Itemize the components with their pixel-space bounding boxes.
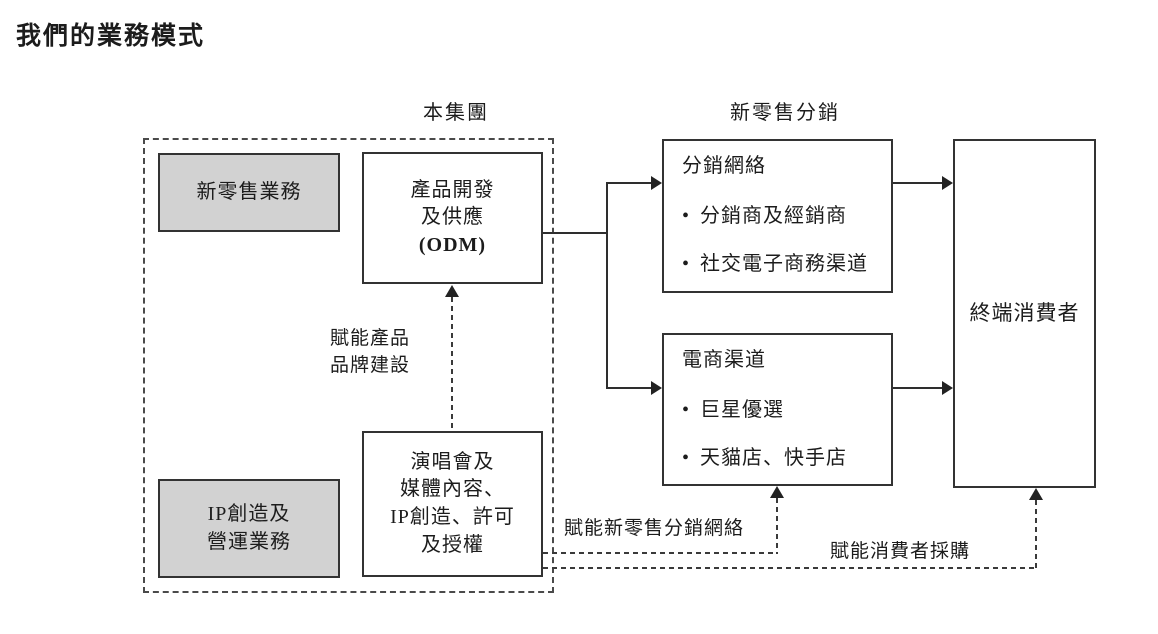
group-dashed-frame: [143, 138, 554, 593]
ecommerce-channels-title: 電商渠道: [682, 349, 766, 371]
empower-brand-label: 賦能產品 品牌建設: [330, 326, 410, 379]
distribution-network-bullet-1: • 分銷商及經銷商: [682, 203, 847, 231]
arrowhead-right-distribution-icon: [651, 176, 662, 190]
ecommerce-channels-bullet-2-text: 天貓店、快手店: [700, 447, 848, 470]
bullet-icon: •: [682, 253, 691, 276]
arrowhead-up-odm-icon: [445, 285, 459, 297]
empower-consumer-label: 賦能消費者採購: [830, 541, 971, 562]
odm-box-line2: 及供應: [421, 206, 484, 229]
distribution-network-bullet-2: • 社交電子商務渠道: [682, 251, 868, 279]
empower-brand-label-line2: 品牌建設: [329, 354, 411, 376]
ip-content-line2: 媒體內容、: [400, 478, 505, 501]
new-retail-business-label: 新零售業務: [196, 180, 302, 203]
ecommerce-channels-bullet-1: • 巨星優選: [682, 397, 784, 425]
bullet-icon: •: [682, 447, 691, 470]
connector-branch-to-distribution: [606, 182, 651, 184]
ip-content-box: 演唱會及 媒體內容、 IP創造、許可 及授權: [362, 431, 543, 577]
ecommerce-channels-bullet-2: • 天貓店、快手店: [682, 445, 847, 473]
connector-empower-distribution-horizontal: [543, 552, 777, 554]
group-column-label: 本集團: [423, 102, 489, 124]
ecommerce-channels-bullet-1-text: 巨星優選: [700, 398, 785, 421]
arrowhead-right-consumers-top-icon: [942, 176, 953, 190]
connector-ecommerce-to-consumers: [893, 387, 942, 389]
distribution-network-bullet-2-text: 社交電子商務渠道: [700, 253, 869, 276]
ip-content-line4: 及授權: [421, 533, 484, 556]
page-title: 我們的業務模式: [16, 23, 206, 50]
bullet-icon: •: [682, 204, 691, 227]
connector-empower-consumer-vertical: [1035, 500, 1037, 569]
ip-business-line1: IP創造及: [207, 502, 291, 525]
distribution-network-box: 分銷網絡 • 分銷商及經銷商 • 社交電子商務渠道: [662, 139, 893, 293]
end-consumers-label: 終端消費者: [969, 301, 1080, 326]
ip-creation-operation-business-box: IP創造及 營運業務: [158, 479, 340, 578]
odm-box-line1: 產品開發: [410, 178, 495, 201]
arrowhead-up-ecommerce-icon: [770, 486, 784, 498]
bullet-icon: •: [682, 398, 691, 421]
odm-box-line3: (ODM): [418, 233, 487, 256]
ecommerce-channels-box: 電商渠道 • 巨星優選 • 天貓店、快手店: [662, 333, 893, 486]
connector-ipcontent-to-odm: [451, 297, 453, 431]
new-retail-distribution-column-label: 新零售分銷: [730, 102, 840, 124]
connector-empower-distribution-vertical: [776, 498, 778, 554]
arrowhead-right-consumers-bottom-icon: [942, 381, 953, 395]
end-consumers-box: 終端消費者: [953, 139, 1096, 488]
empower-distribution-label: 賦能新零售分銷網絡: [564, 518, 745, 539]
ip-business-line2: 營運業務: [207, 530, 291, 553]
connector-distribution-to-consumers: [893, 182, 942, 184]
distribution-network-title: 分銷網絡: [682, 155, 766, 177]
connector-branch-vertical: [606, 182, 608, 389]
distribution-network-bullet-1-text: 分銷商及經銷商: [700, 204, 848, 227]
new-retail-business-box: 新零售業務: [158, 153, 340, 232]
empower-brand-label-line1: 賦能產品: [329, 328, 411, 349]
connector-empower-consumer-horizontal: [543, 567, 1037, 569]
ip-content-line1: 演唱會及: [410, 450, 495, 473]
arrowhead-up-consumers-icon: [1029, 488, 1043, 500]
ip-content-line3: IP創造、許可: [390, 506, 515, 528]
connector-branch-to-ecommerce: [606, 387, 651, 389]
connector-odm-out: [543, 232, 608, 234]
arrowhead-right-ecommerce-icon: [651, 381, 662, 395]
product-development-odm-box: 產品開發 及供應 (ODM): [362, 152, 543, 284]
